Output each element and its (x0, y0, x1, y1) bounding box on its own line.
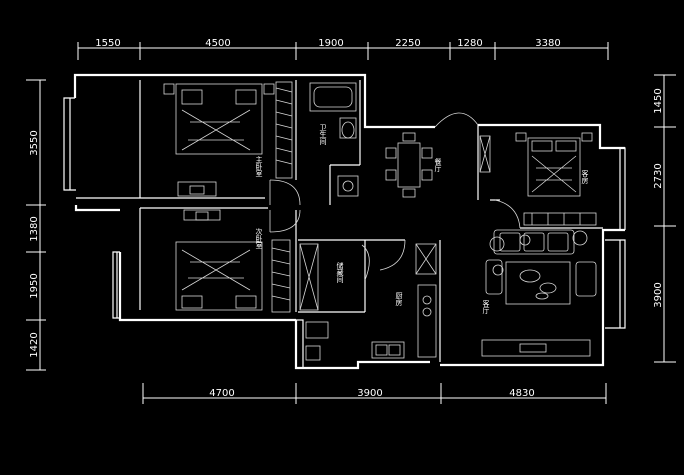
windows (63, 97, 626, 368)
master-bed (163, 81, 293, 197)
dim-right-1: 1450 (653, 88, 664, 113)
dim-top-2: 4500 (205, 38, 230, 49)
dim-bottom-2: 3900 (357, 388, 382, 399)
doors (269, 112, 521, 281)
label-second-bedroom: 次卧室 (255, 227, 263, 249)
dim-top-6: 3380 (535, 38, 560, 49)
dim-top-1: 1550 (95, 38, 120, 49)
dim-right-3: 3900 (653, 282, 664, 307)
dim-bottom-3: 4830 (509, 388, 534, 399)
storage-shelves (299, 243, 319, 311)
dim-top-3: 1900 (318, 38, 343, 49)
left-dimension-line: 3550 1380 1950 1420 (26, 79, 46, 371)
living-room-furniture (481, 229, 597, 357)
bottom-dimension-line: 4700 3900 4830 (142, 383, 607, 404)
walls (73, 73, 625, 370)
dim-right-2: 2730 (653, 163, 664, 188)
label-bathroom: 卫生间 (319, 124, 327, 146)
guest-bed (479, 132, 597, 226)
second-bed (175, 209, 291, 313)
kitchen-fixtures (305, 243, 437, 361)
dining-table (385, 132, 433, 198)
dim-left-3: 1950 (29, 273, 40, 298)
right-dimension-line: 1450 2730 3900 (653, 74, 676, 363)
room-labels: 主卧室 卫生间 餐厅 客房 次卧室 储藏间 厨房 客厅 (255, 124, 589, 314)
label-master-bedroom: 主卧室 (255, 155, 263, 177)
dim-top-4: 2250 (395, 38, 420, 49)
label-guest-room: 客房 (581, 169, 589, 185)
dim-bottom-1: 4700 (209, 388, 234, 399)
label-kitchen: 厨房 (395, 292, 403, 307)
label-living: 客厅 (482, 299, 490, 314)
label-dining: 餐厅 (434, 157, 442, 172)
dim-top-5: 1280 (457, 38, 482, 49)
dim-left-1: 3550 (29, 130, 40, 155)
dim-left-2: 1380 (29, 216, 40, 241)
bathroom-fixtures (309, 82, 359, 197)
label-storage: 储藏间 (336, 261, 344, 284)
dim-left-4: 1420 (29, 332, 40, 357)
top-dimension-line: 1550 4500 1900 2250 1280 3380 (77, 38, 609, 60)
